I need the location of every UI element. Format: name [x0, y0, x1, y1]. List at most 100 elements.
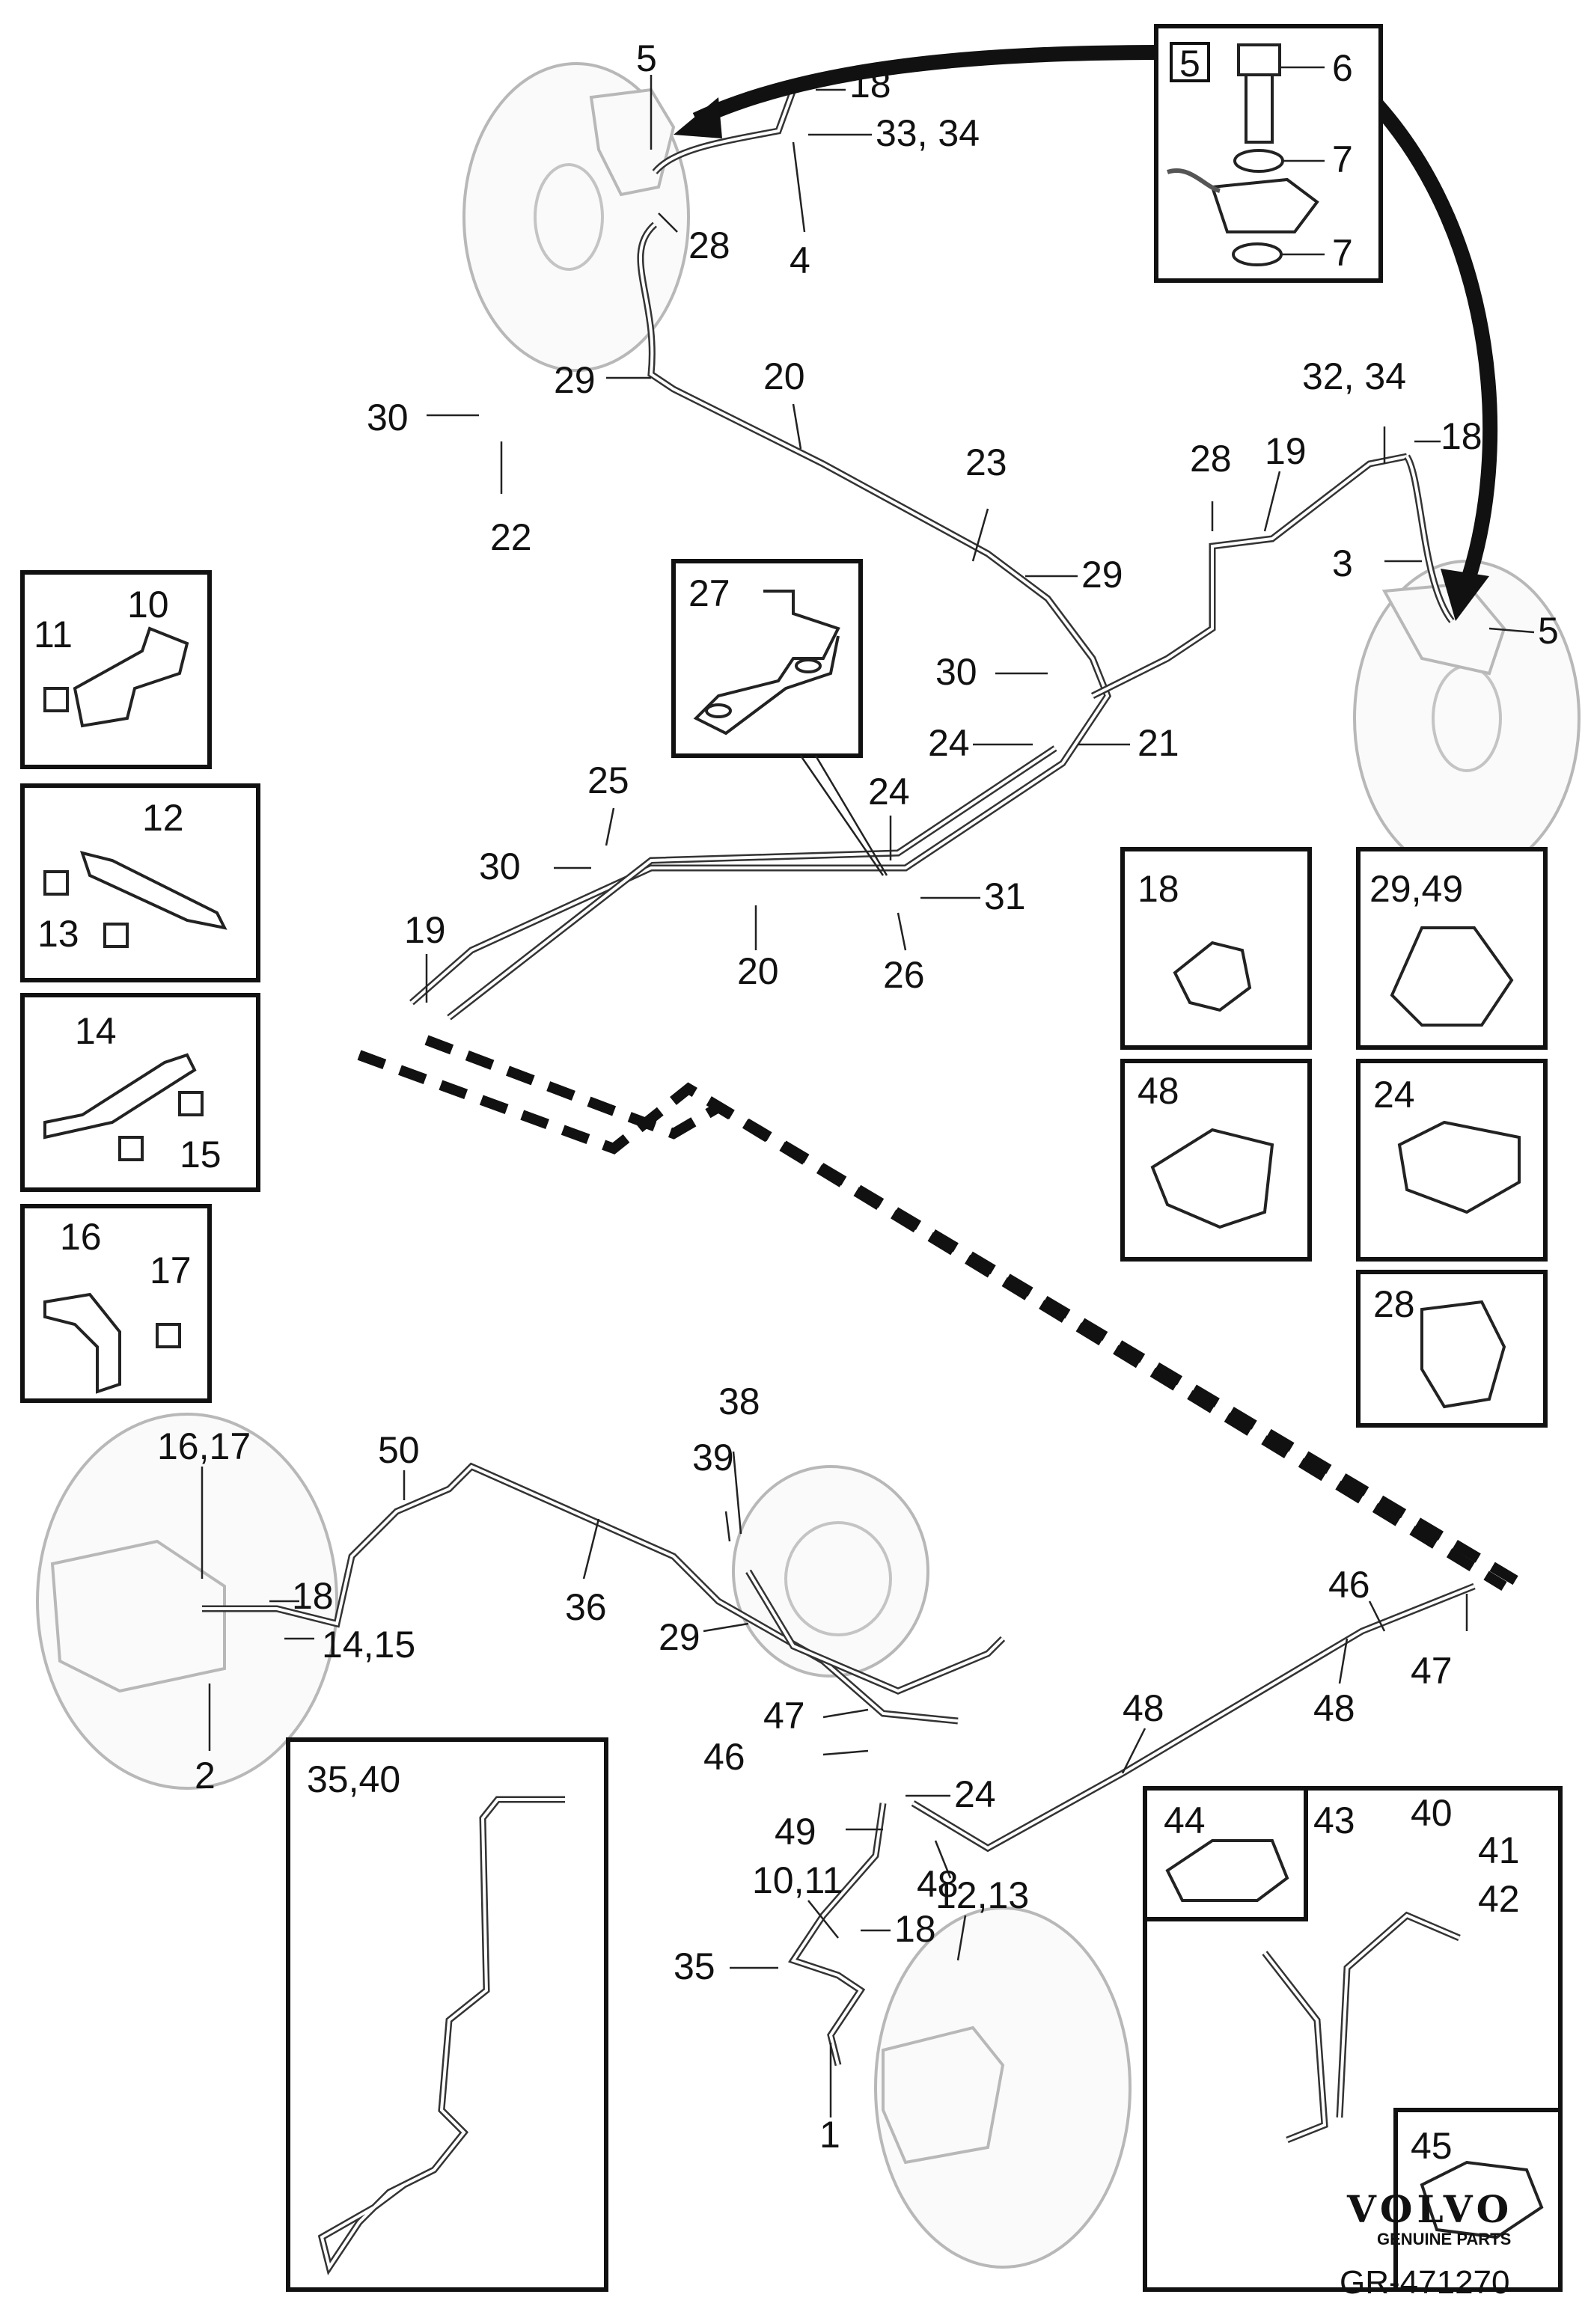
callout-18-rearleft: 18 [292, 1575, 334, 1617]
callout-24-rear: 24 [954, 1773, 996, 1815]
callout-10-11: 10,11 [752, 1859, 843, 1901]
callout-3: 3 [1332, 542, 1353, 584]
callout-17: 17 [150, 1250, 192, 1291]
box-10-11: 10 11 [20, 570, 212, 769]
key-29-49: 29,49 [1369, 868, 1463, 910]
callout-11: 11 [34, 614, 73, 655]
callout-labels-rear: 16,17 50 38 39 18 14,15 36 2 29 46 47 48… [157, 1380, 1453, 2156]
callout-28-top: 28 [688, 224, 730, 266]
callout-26: 26 [883, 954, 925, 996]
callout-27: 27 [688, 572, 730, 614]
inset-box-27: 27 [671, 559, 888, 876]
callout-49: 49 [775, 1811, 816, 1853]
callout-29-top: 29 [554, 359, 596, 401]
front-brake-lines [409, 88, 1455, 1021]
callout-38: 38 [718, 1380, 760, 1422]
callout-19-right: 19 [1265, 430, 1307, 472]
callout-5-right: 5 [1538, 610, 1559, 652]
box-12-13: 12 13 [20, 783, 260, 982]
callout-42: 42 [1478, 1878, 1520, 1920]
callout-44: 44 [1164, 1799, 1206, 1841]
box-14-15: 14 15 [20, 993, 260, 1192]
rear-left-disc-ghost [36, 1413, 338, 1790]
key-box-18: 18 [1120, 847, 1312, 1050]
callout-leaders [425, 75, 1535, 1003]
callout-7-lower: 7 [1332, 232, 1353, 274]
key-18: 18 [1137, 868, 1179, 910]
inset-box-5: 5 6 7 7 [1154, 24, 1383, 283]
callout-14-15: 14,15 [322, 1624, 415, 1666]
callout-48-low: 48 [917, 1863, 959, 1905]
callout-28-right: 28 [1190, 438, 1232, 480]
pointer-arrows [674, 45, 1498, 621]
callout-24-mid: 24 [928, 722, 970, 764]
callout-46-mid: 46 [703, 1736, 745, 1778]
callout-13: 13 [37, 913, 79, 955]
inset-5-number: 5 [1179, 43, 1200, 85]
callout-24-low: 24 [868, 771, 910, 813]
front-left-disc-ghost [462, 62, 690, 372]
callout-4: 4 [790, 239, 810, 281]
key-box-28: 28 [1356, 1270, 1548, 1428]
callout-29-mid: 29 [1081, 554, 1123, 596]
callout-16: 16 [60, 1216, 102, 1258]
callout-39: 39 [692, 1437, 734, 1479]
callout-48-mid: 48 [1123, 1687, 1164, 1729]
inset-box-43-45: 44 43 40 41 42 45 [1143, 1786, 1563, 2292]
callout-19-left: 19 [404, 909, 446, 951]
callout-7-upper: 7 [1332, 138, 1353, 180]
key-box-24: 24 [1356, 1059, 1548, 1262]
volvo-logo: VOLVO [1346, 2187, 1513, 2231]
callout-48-right: 48 [1313, 1687, 1355, 1729]
callout-40: 40 [1411, 1792, 1453, 1834]
key-24: 24 [1373, 1074, 1415, 1116]
callout-12: 12 [142, 797, 184, 839]
callout-20-top: 20 [763, 355, 805, 397]
callout-30-top: 30 [367, 397, 409, 438]
rear-center-hub-ghost [732, 1465, 929, 1678]
box-16-17: 16 17 [20, 1204, 212, 1403]
callout-41: 41 [1478, 1829, 1520, 1871]
banjo-bolt-illustration [1167, 43, 1319, 266]
brand-block: VOLVO GENUINE PARTS GR-471270 [1340, 2187, 1513, 2301]
callout-22: 22 [490, 516, 532, 558]
callout-35: 35 [674, 1945, 715, 1987]
callout-25: 25 [587, 759, 629, 801]
callout-20-low: 20 [737, 950, 779, 992]
callout-36: 36 [565, 1586, 607, 1628]
callout-29-rear: 29 [659, 1616, 700, 1658]
callout-30-left: 30 [479, 845, 521, 887]
callout-10: 10 [127, 584, 169, 626]
callout-16-17: 16,17 [157, 1425, 251, 1467]
rear-right-disc-ghost [874, 1906, 1132, 2269]
callout-5-top: 5 [636, 37, 657, 79]
callout-45: 45 [1411, 2125, 1453, 2167]
callout-18-low: 18 [894, 1908, 936, 1950]
key-box-29-49: 29,49 [1356, 847, 1548, 1050]
callout-14: 14 [75, 1010, 117, 1052]
rear-callout-leaders [201, 1451, 1468, 2117]
callout-12-13: 12,13 [935, 1874, 1029, 1916]
callout-21: 21 [1137, 722, 1179, 764]
callout-18-right: 18 [1441, 415, 1482, 457]
diagram-id: GR-471270 [1340, 2264, 1509, 2301]
key-48: 48 [1137, 1070, 1179, 1112]
callout-23: 23 [965, 441, 1007, 483]
callout-50: 50 [378, 1429, 420, 1471]
callout-43: 43 [1313, 1799, 1355, 1841]
inset-box-35-40: 35,40 [286, 1737, 608, 2292]
callout-35-40: 35,40 [307, 1758, 400, 1800]
key-box-48: 48 [1120, 1059, 1312, 1262]
callout-18-top: 18 [849, 64, 891, 106]
callout-32-34: 32, 34 [1302, 355, 1406, 397]
callout-47-mid: 47 [763, 1695, 805, 1737]
callout-15: 15 [180, 1134, 222, 1175]
callout-47-right: 47 [1411, 1650, 1453, 1692]
genuine-parts-tagline: GENUINE PARTS [1377, 2230, 1511, 2248]
callout-33-34: 33, 34 [876, 112, 980, 154]
callout-2: 2 [195, 1755, 216, 1796]
pipe-continuation-dashes [357, 1035, 1522, 1591]
key-28: 28 [1373, 1283, 1415, 1325]
callout-1: 1 [819, 2114, 840, 2156]
